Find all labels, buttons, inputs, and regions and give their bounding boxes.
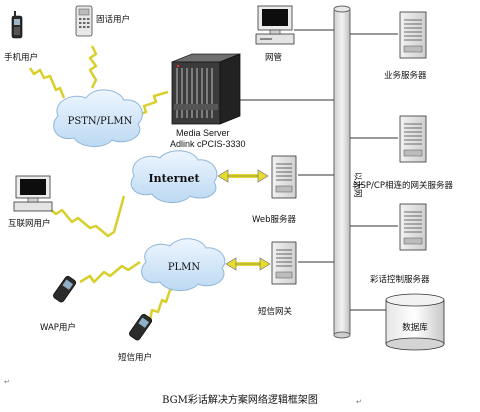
media-server-model-line2: Adlink cPCIS-3330	[170, 139, 246, 149]
bolt-internet	[45, 195, 126, 238]
wireless-links	[28, 45, 177, 321]
cloud-label-pstn: PSTN/PLMN	[68, 116, 133, 127]
color-ring-server-icon	[399, 203, 427, 251]
bus-label: 以太网	[352, 172, 363, 198]
label-web-server: Web服务器	[252, 214, 297, 225]
label-wap-user: WAP用户	[40, 322, 76, 333]
business-server-icon	[399, 11, 427, 59]
cloud-internet: Internet	[130, 150, 218, 203]
label-color-ring-server: 彩话控制服务器	[370, 274, 430, 285]
network-mgmt-pc-icon	[255, 5, 295, 45]
sp-gateway-server-icon	[399, 115, 427, 163]
arrow-internet-web	[217, 169, 269, 183]
label-sms-user: 短信用户	[118, 352, 152, 363]
media-server-icon	[171, 53, 241, 125]
label-sp-gateway-server: 与SP/CP相连的网关服务器	[352, 180, 453, 191]
arrows	[217, 169, 271, 271]
label-network-mgmt: 网管	[265, 52, 282, 63]
cloud-label-internet: Internet	[148, 172, 200, 185]
cloud-plmn: PLMN	[141, 238, 226, 291]
label-mobile-user: 手机用户	[4, 52, 38, 63]
sms-phone-icon	[129, 313, 153, 341]
label-business-server: 业务服务器	[384, 70, 427, 81]
web-server-icon	[271, 155, 297, 199]
label-sms-gateway: 短信网关	[258, 306, 293, 317]
diagram-caption: BGM彩话解决方案网络逻辑框架图	[162, 393, 318, 406]
wap-phone-icon	[53, 275, 77, 303]
label-internet-user: 互联网用户	[8, 218, 51, 229]
ethernet-bus: 以太网	[333, 5, 363, 339]
cloud-label-plmn: PLMN	[168, 262, 201, 273]
bolt-mobile	[28, 67, 66, 99]
media-server-model-line1: Media Server	[176, 128, 230, 138]
arrow-plmn-sms	[225, 257, 271, 271]
bolt-pstn-server	[135, 90, 169, 118]
database-icon: 数据库	[385, 293, 445, 351]
bolt-fixed	[88, 45, 98, 89]
bolt-sms	[148, 286, 177, 321]
cloud-pstn-plmn: PSTN/PLMN	[53, 89, 143, 147]
mobile-phone-icon	[11, 11, 23, 39]
internet-user-pc-icon	[13, 175, 53, 212]
paragraph-mark: ↵	[4, 378, 10, 386]
sms-gateway-icon	[271, 241, 297, 285]
fixed-phone-icon	[75, 5, 93, 37]
label-database: 数据库	[402, 322, 428, 333]
label-fixed-user: 固话用户	[96, 14, 130, 25]
paragraph-mark-caption: ↵	[356, 398, 362, 406]
bus-connections	[240, 29, 398, 311]
bolt-wap	[79, 260, 141, 284]
